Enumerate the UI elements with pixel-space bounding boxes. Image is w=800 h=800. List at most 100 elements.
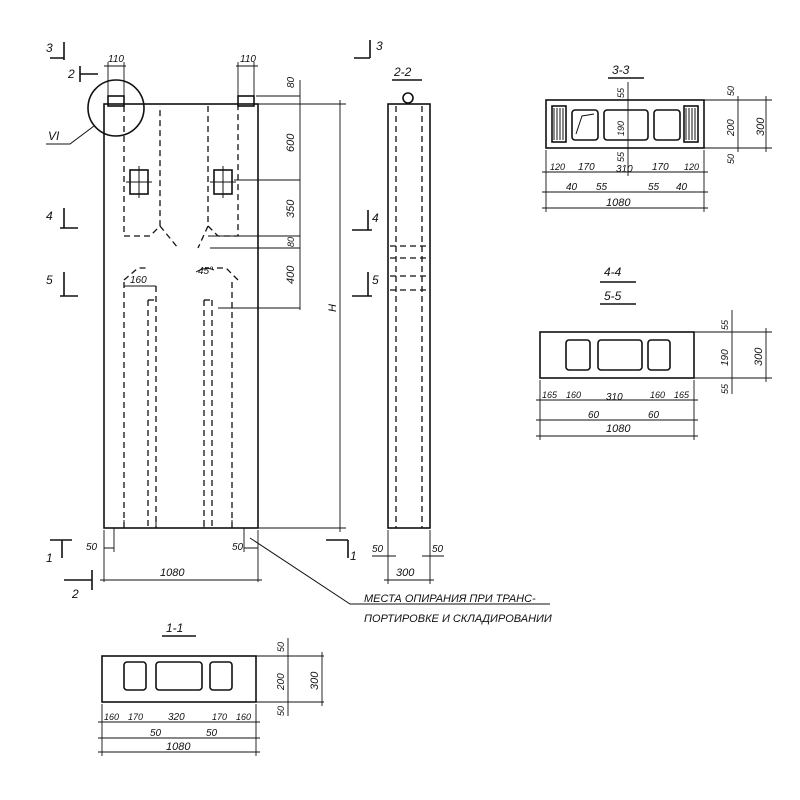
section-1-1-void-3 <box>209 661 233 691</box>
dim-1080: 1080 <box>160 567 185 579</box>
void-1-mark <box>575 113 595 135</box>
dim-h-line <box>258 100 346 532</box>
section-1-1: 1-1 50 200 50 300 160 170 320 170 160 50… <box>98 621 324 756</box>
section-2-2-50-right: 50 <box>432 544 444 555</box>
cut-1-right-arrow <box>326 539 349 558</box>
section-4-5-r1-1: 160 <box>566 390 581 400</box>
section-1-1-void-1 <box>123 661 147 691</box>
section-4-5-void-2 <box>597 339 643 371</box>
section-4-5-void-3 <box>647 339 671 371</box>
cut-4-right: 4 <box>372 211 379 225</box>
cut-4-left: 4 <box>46 209 53 223</box>
section-1-1-title: 1-1 <box>166 621 183 635</box>
cut-4-left-arrow <box>60 208 78 229</box>
section-3-3-hatch-right <box>683 105 699 143</box>
cut-2-bottom: 2 <box>71 587 79 601</box>
section-1-1-50-bottom: 50 <box>276 706 286 716</box>
lifting-lug-left <box>107 95 125 107</box>
section-4-5-outline <box>539 331 695 379</box>
cut-1-left-arrow <box>50 539 72 558</box>
section-3-3-r1-1: 170 <box>578 162 595 173</box>
section-3-3-r1-2: 310 <box>616 164 633 175</box>
cut-5-left: 5 <box>46 273 53 287</box>
section-3-3-r2-3: 40 <box>676 182 688 193</box>
dim-h: H <box>327 304 339 312</box>
section-3-3-55-top: 55 <box>616 87 626 98</box>
section-3-3-title: 3-3 <box>612 63 630 77</box>
dim-80-top: 80 <box>286 76 297 88</box>
section-4-5-r2-1: 60 <box>648 410 660 421</box>
cut-3-left: 3 <box>46 41 53 55</box>
dim-400: 400 <box>285 265 297 284</box>
section-4-5-bottom-dims <box>536 380 698 440</box>
cut-1-left: 1 <box>46 551 53 565</box>
section-5-5-title: 5-5 <box>604 289 622 303</box>
section-1-1-r1-2: 320 <box>168 712 185 723</box>
section-3-3-void-1 <box>571 109 599 141</box>
note-line-2: ПОРТИРОВКЕ И СКЛАДИРОВАНИИ <box>364 613 552 625</box>
section-1-1-200: 200 <box>276 673 287 691</box>
cut-5-right: 5 <box>372 273 379 287</box>
section-1-1-r2-1: 50 <box>206 728 218 739</box>
section-3-3: 3-3 55 190 55 50 200 50 300 120 170 310 … <box>542 63 772 212</box>
section-3-3-r2-1: 55 <box>596 182 608 193</box>
section-1-1-r1-1: 170 <box>128 712 143 722</box>
support-50-left: 50 <box>86 542 98 553</box>
section-2-2-voids <box>395 106 423 528</box>
section-1-1-r2-0: 50 <box>150 728 162 739</box>
section-1-1-r1-0: 160 <box>104 712 119 722</box>
hatch-right-lines <box>685 108 696 140</box>
section-4-4-title: 4-4 <box>604 265 622 279</box>
section-3-3-outline <box>545 99 705 149</box>
cut-3-right-arrow <box>354 40 371 59</box>
section-2-2-lug <box>402 92 414 104</box>
note-leader <box>249 537 550 605</box>
dim-160: 160 <box>130 275 147 286</box>
section-1-1-r1-4: 160 <box>236 712 251 722</box>
void-center-diag-r <box>197 225 209 249</box>
detail-mark-label: VI <box>48 129 60 143</box>
dim-110-right-line <box>236 62 258 96</box>
section-4-5-total: 1080 <box>606 423 631 435</box>
section-3-3-190: 190 <box>616 121 626 136</box>
section-1-1-50-top: 50 <box>276 642 286 652</box>
dim-600: 600 <box>285 133 297 152</box>
hatch-left-lines <box>553 108 564 140</box>
section-3-3-r2-0: 40 <box>566 182 578 193</box>
lifting-lug-right <box>237 95 255 107</box>
section-3-3-void-2 <box>603 109 649 141</box>
section-3-3-bottom-dims <box>542 150 708 212</box>
section-1-1-r1-3: 170 <box>212 712 227 722</box>
section-3-3-total: 1080 <box>606 197 631 209</box>
section-4-5-right-dims <box>694 310 772 394</box>
panel-outline <box>103 103 259 529</box>
note-line-1: МЕСТА ОПИРАНИЯ ПРИ ТРАНС- <box>364 593 536 605</box>
void-ends <box>123 520 233 528</box>
section-4-5-r1-0: 165 <box>542 390 558 400</box>
section-2-2-50-left: 50 <box>372 544 384 555</box>
dim-350: 350 <box>285 199 297 218</box>
section-2-2-title: 2-2 <box>393 65 412 79</box>
detail-leader <box>46 125 95 145</box>
cut-2-top: 2 <box>67 67 75 81</box>
section-3-3-300: 300 <box>755 117 767 136</box>
section-4-5-300: 300 <box>753 347 765 366</box>
section-3-3-right-dims <box>704 96 772 152</box>
section-3-3-55-bottom: 55 <box>616 151 626 162</box>
section-3-3-r2-2: 55 <box>648 182 660 193</box>
void-center-diag-l <box>159 225 179 249</box>
section-4-5-r2-0: 60 <box>588 410 600 421</box>
void-right-shoulder <box>212 267 239 281</box>
section-3-3-200: 200 <box>726 119 737 137</box>
cut-5-right-arrow <box>352 272 372 297</box>
cut-3-right: 3 <box>376 39 383 53</box>
section-3-3-hatch-left <box>551 105 567 143</box>
cut-4-right-arrow <box>352 210 372 231</box>
dim-110-left: 110 <box>108 54 124 65</box>
section-3-3-r1-3: 170 <box>652 162 669 173</box>
cut-2-bottom-arrow <box>64 570 93 590</box>
section-4-5-r1-2: 310 <box>606 392 623 403</box>
section-4-5-r1-3: 160 <box>650 390 665 400</box>
dim-110-left-line <box>104 62 126 98</box>
